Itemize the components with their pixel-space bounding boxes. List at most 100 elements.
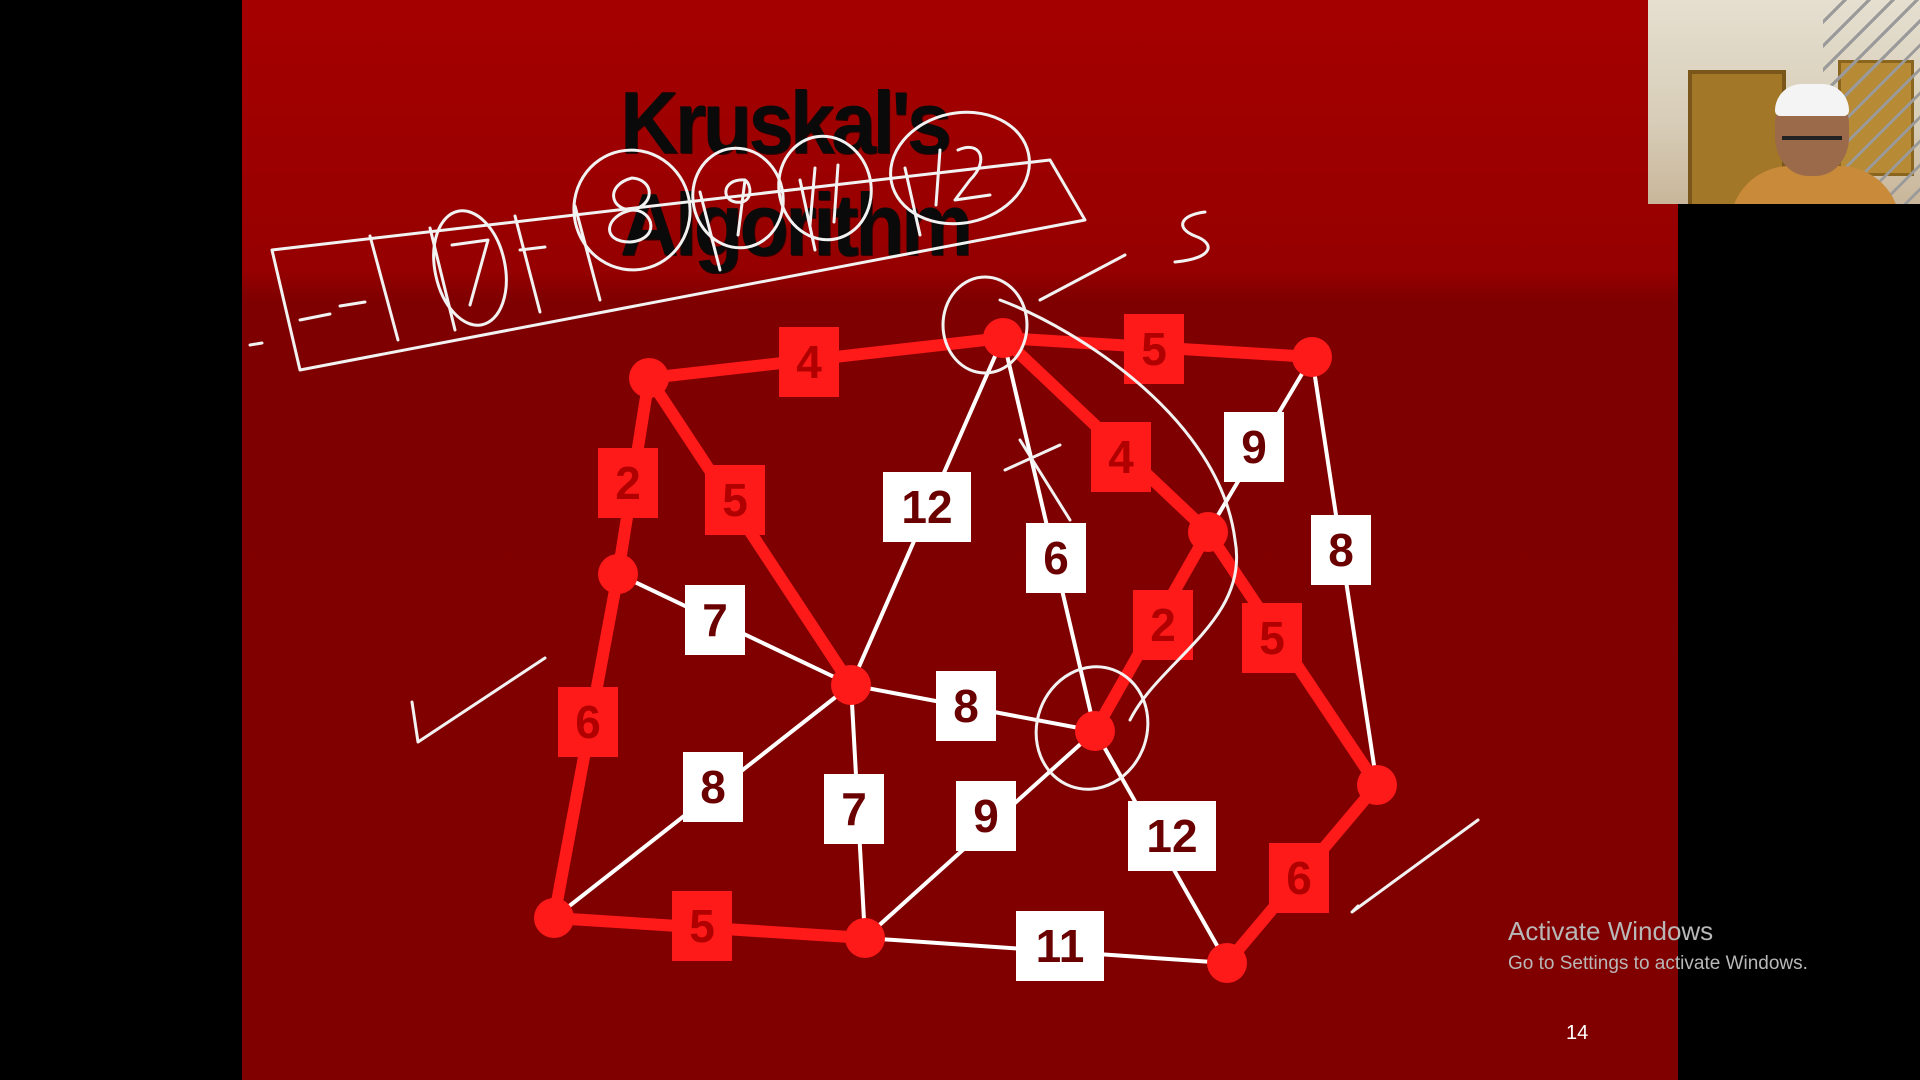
weight-box — [1242, 603, 1302, 673]
weight-box — [1016, 911, 1104, 981]
edge-weight-A-E: 5 — [705, 465, 765, 535]
graph-node-B — [983, 318, 1023, 358]
edge-weight-H-J: 5 — [672, 891, 732, 961]
weight-text: 9 — [973, 790, 999, 842]
weight-box — [936, 671, 996, 741]
graph-node-I — [1357, 765, 1397, 805]
graph-node-H — [534, 898, 574, 938]
edge-weight-G-K: 12 — [1128, 801, 1216, 871]
weight-text: 11 — [1036, 920, 1085, 972]
strike-mark — [1038, 253, 1127, 302]
graph-nodes — [534, 318, 1397, 983]
weight-text: 5 — [1141, 323, 1167, 375]
graph-node-G — [1075, 711, 1115, 751]
weight-text: 8 — [1328, 524, 1354, 576]
windows-activation-watermark: Activate Windows Go to Settings to activ… — [1508, 916, 1808, 975]
edge-weight-F-G: 2 — [1133, 590, 1193, 660]
circle-12-sketch — [889, 110, 1031, 226]
presenter-cap — [1775, 84, 1849, 116]
edge-weight-A-D: 2 — [598, 448, 658, 518]
edge-weight-B-E: 12 — [883, 472, 971, 542]
graph-node-F — [1188, 512, 1228, 552]
queue-dividers-sketch — [368, 166, 922, 342]
edge-weight-J-K: 11 — [1016, 911, 1104, 981]
edge-weight-B-G: 6 — [1026, 523, 1086, 593]
weight-text: 2 — [1150, 599, 1176, 651]
weight-text: 6 — [1043, 532, 1069, 584]
weight-text: 7 — [841, 783, 867, 835]
queue-digit-9 — [724, 178, 752, 237]
presenter-figure — [1730, 80, 1900, 204]
weight-box — [1091, 422, 1151, 492]
edge-weight-A-B: 4 — [779, 327, 839, 397]
edge-weight-E-G: 8 — [936, 671, 996, 741]
edge-weight-D-H: 6 — [558, 687, 618, 757]
weight-box — [883, 472, 971, 542]
graph-node-D — [598, 554, 638, 594]
weight-box — [1124, 314, 1184, 384]
activation-subtitle: Go to Settings to activate Windows. — [1508, 953, 1808, 974]
weight-text: 5 — [722, 474, 748, 526]
edge-weight-I-K: 6 — [1269, 843, 1329, 913]
node-circle-sketch-mid — [1034, 665, 1150, 791]
weight-box — [683, 752, 743, 822]
edge-weight-C-F: 9 — [1224, 412, 1284, 482]
weight-box — [1224, 412, 1284, 482]
weight-text: 12 — [901, 481, 952, 533]
edge-weight-J-G: 9 — [956, 781, 1016, 851]
queue-digit-7 — [450, 238, 490, 307]
weight-text: 12 — [1146, 810, 1197, 862]
weight-box — [1026, 523, 1086, 593]
scribble-s — [1173, 210, 1210, 264]
weight-text: 5 — [1259, 612, 1285, 664]
circle-11-sketch — [777, 134, 873, 242]
queue-dashes-sketch — [248, 245, 547, 347]
weight-box — [598, 448, 658, 518]
handwritten-annotations — [248, 110, 1480, 914]
weight-text: 2 — [615, 457, 641, 509]
graph-node-A — [629, 358, 669, 398]
weight-text: 5 — [689, 900, 715, 952]
weight-text: 8 — [700, 761, 726, 813]
weight-box — [1128, 801, 1216, 871]
node-circle-sketch-top — [941, 275, 1029, 375]
weight-text: 6 — [1286, 852, 1312, 904]
edge-weight-E-J: 7 — [824, 774, 884, 844]
weight-box — [558, 687, 618, 757]
graph-node-C — [1292, 337, 1332, 377]
weight-box — [1133, 590, 1193, 660]
weight-text: 8 — [953, 680, 979, 732]
presenter-glasses — [1782, 136, 1842, 150]
edge-weight-E-H: 8 — [683, 752, 743, 822]
edge-weight-F-I: 5 — [1242, 603, 1302, 673]
weight-box — [1269, 843, 1329, 913]
graph-node-K — [1207, 943, 1247, 983]
weight-box — [705, 465, 765, 535]
queue-box-sketch — [270, 158, 1087, 372]
edge-weight-D-E: 7 — [685, 585, 745, 655]
edge-weight-C-I: 8 — [1311, 515, 1371, 585]
weight-box — [779, 327, 839, 397]
highlight-loop-sketch — [998, 298, 1239, 722]
circle-7-sketch — [432, 209, 508, 327]
cross-mark-sketch — [1003, 438, 1072, 522]
circle-8-sketch — [572, 148, 692, 272]
checkmark-right — [1350, 818, 1480, 914]
circle-9-sketch — [691, 146, 785, 250]
weight-box — [672, 891, 732, 961]
weight-box — [824, 774, 884, 844]
weight-text: 6 — [575, 696, 601, 748]
queue-digit-12 — [934, 145, 992, 207]
weight-box — [956, 781, 1016, 851]
queue-digit-11 — [808, 163, 840, 227]
weight-text: 4 — [796, 336, 822, 388]
weight-box — [685, 585, 745, 655]
activation-title: Activate Windows — [1508, 916, 1714, 946]
weight-text: 7 — [702, 594, 728, 646]
graph-node-E — [831, 665, 871, 705]
slide-title: Kruskal's Algorithm — [620, 73, 973, 274]
checkmark-left — [410, 656, 547, 744]
